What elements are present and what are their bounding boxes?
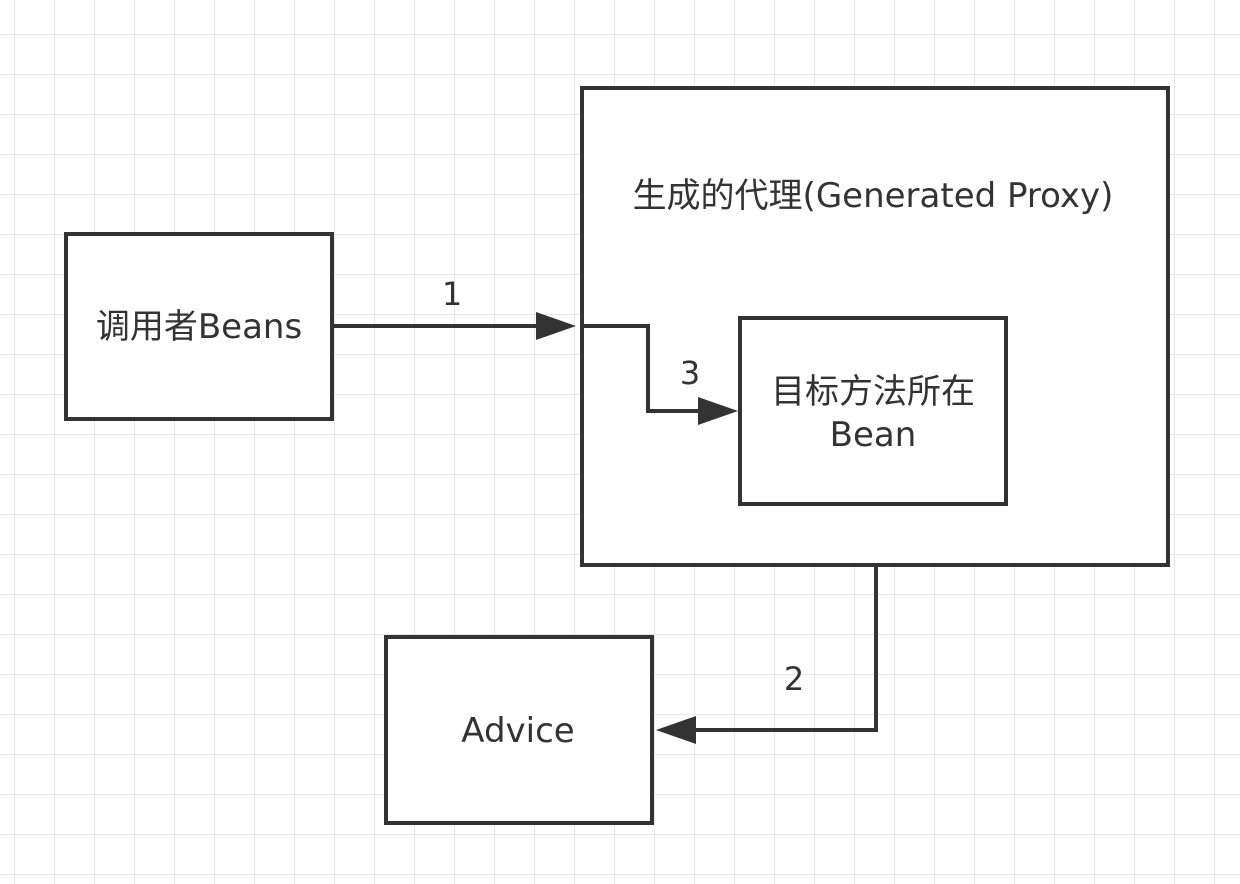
target-label-line2: Bean [830, 415, 917, 455]
edge-invoke-line [580, 324, 708, 413]
edge-advice-line [690, 567, 878, 732]
advice-box[interactable] [384, 635, 654, 825]
advice-label: Advice [461, 711, 574, 751]
advice-node[interactable]: Advice [384, 635, 654, 825]
edge-invoke-arrowhead [698, 397, 738, 425]
caller-node[interactable]: 调用者Beans [64, 232, 334, 421]
edge-advice-arrowhead [656, 716, 696, 744]
caller-label: 调用者Beans [96, 307, 302, 347]
target-box[interactable] [738, 316, 1008, 506]
target-node[interactable]: 目标方法所在 Bean [738, 316, 1008, 506]
edge-call-label: 1 [442, 275, 462, 313]
edge-advice-label: 2 [784, 660, 804, 698]
edge-invoke-label: 3 [680, 354, 700, 392]
proxy-label: 生成的代理(Generated Proxy) [633, 176, 1114, 216]
edge-invoke: 3 [580, 324, 738, 425]
edge-call: 1 [334, 275, 576, 340]
caller-box[interactable] [64, 232, 334, 421]
edge-advice: 2 [656, 567, 878, 744]
target-label-line1: 目标方法所在 [771, 372, 975, 412]
edge-call-arrowhead [536, 312, 576, 340]
